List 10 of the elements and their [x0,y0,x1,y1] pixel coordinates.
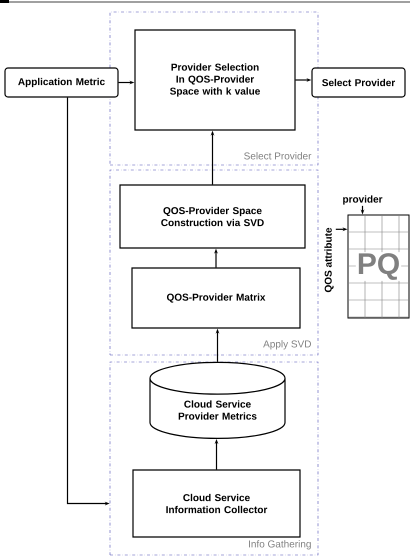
rounded-box: Application Metric [4,67,119,98]
process-box: Cloud Service Information Collector [132,469,301,538]
database-cylinder: Cloud Service Provider Metrics [149,362,286,439]
process-box: QOS-Provider Space Construction via SVD [119,184,306,249]
axis-label: QOS attribute [324,228,334,292]
rounded-box: Select Provider [311,67,406,98]
axis-label: provider [343,195,382,205]
process-box: Provider Selection In QOS-Provider Space with k value [134,29,296,131]
process-box: QOS-Provider Matrix [131,267,301,329]
matrix-grid: PQ [348,214,410,318]
